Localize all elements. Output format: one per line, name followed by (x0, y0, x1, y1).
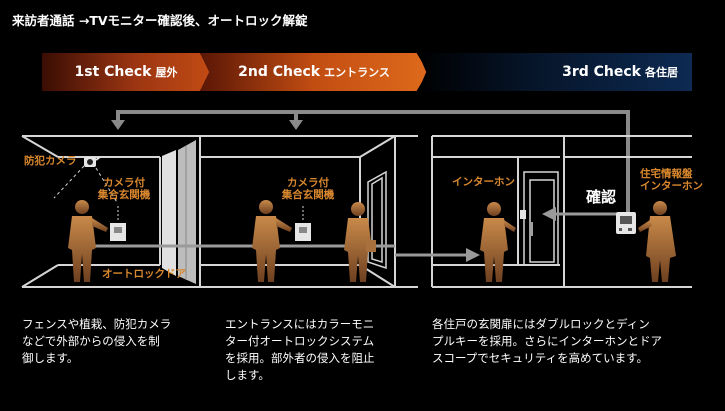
door-intercom (520, 210, 526, 219)
label-intercom-1: カメラ付 集合玄関機 (94, 177, 154, 201)
resident-figure-home (638, 201, 676, 282)
autolock-door (162, 140, 196, 284)
band-3-sub: 各住居 (645, 66, 678, 79)
band-3rd-check: 3rd Check 各住居 (418, 53, 692, 91)
band-2nd-check: 2nd Check エントランス (200, 53, 428, 91)
label-confirm: 確認 (586, 188, 617, 206)
arrow-left (542, 207, 556, 221)
security-camera-icon (84, 156, 101, 167)
label-residential-text: 住宅情報盤 インターホン (640, 168, 703, 192)
arrow-down-2 (289, 120, 303, 130)
residence-walls (431, 135, 692, 288)
entrance-walls (21, 135, 418, 288)
description-1: フェンスや植栽、防犯カメラ などで外部からの侵入を制 御します。 (22, 317, 172, 365)
label-intercom-2-text: カメラ付 集合玄関機 (281, 177, 335, 201)
camera-view-lines (53, 165, 119, 205)
band-2-main: 2nd Check (238, 64, 321, 80)
intercom-panel-2 (295, 223, 311, 241)
label-security-camera: 防犯カメラ (24, 155, 77, 167)
description-3: 各住戸の玄関扉にはダブルロックとディン プルキーを採用。さらにインターホンとドア… (432, 317, 662, 365)
band-1-main: 1st Check (74, 64, 152, 80)
visitor-figure-1 (68, 200, 108, 282)
label-intercom-2: カメラ付 集合玄関機 (278, 177, 338, 201)
page-title: 来訪者通話 →TVモニター確認後、オートロック解錠 (12, 13, 308, 28)
band-2-sub: エントランス (324, 66, 390, 79)
label-interphone: インターホン (452, 176, 515, 188)
label-residential-panel: 住宅情報盤 インターホン (640, 168, 703, 192)
band-1-sub: 屋外 (155, 66, 178, 79)
visitor-figure-3 (480, 202, 516, 282)
intercom-panel-1 (110, 223, 126, 241)
description-2: エントランスにはカラーモニ ター付オートロックシステム を採用。部外者の侵入を阻… (225, 317, 375, 382)
visitor-figure-2 (252, 200, 292, 282)
band-3-main: 3rd Check (562, 64, 641, 80)
entrance-door (367, 170, 387, 270)
band-1st-check: 1st Check 屋外 (42, 53, 210, 91)
residential-monitor-icon (616, 212, 636, 234)
arrow-right (466, 248, 480, 262)
label-intercom-1-text: カメラ付 集合玄関機 (97, 177, 151, 201)
arrow-down-1 (111, 120, 125, 130)
resident-figure-entrance (344, 202, 376, 282)
label-autolock-door: オートロックドア (102, 268, 186, 280)
